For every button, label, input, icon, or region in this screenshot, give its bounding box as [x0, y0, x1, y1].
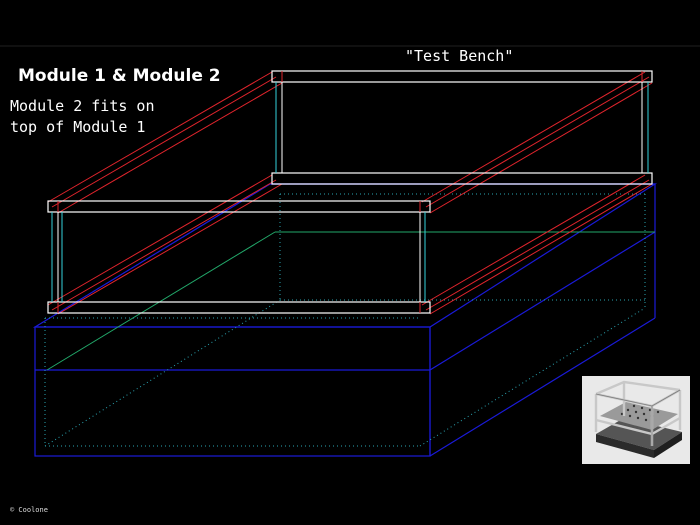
- test-bench-label: "Test Bench": [405, 47, 514, 65]
- photo-illustration: [582, 376, 690, 464]
- front-frame: [47, 200, 431, 314]
- fit-note-line-1: Module 2 fits on: [10, 97, 155, 115]
- side-rails-right: [421, 71, 653, 315]
- back-frame: [271, 70, 653, 185]
- copyright-text: © Coolone: [10, 506, 48, 514]
- module-2-frame: [47, 70, 653, 315]
- module-frame-photo: [582, 376, 690, 464]
- diagram-heading: Module 1 & Module 2: [18, 66, 221, 86]
- base-top-front: [32, 183, 658, 328]
- fit-note-line-2: top of Module 1: [10, 118, 146, 136]
- base-right-bottom: [429, 317, 656, 457]
- side-rails-left: [47, 71, 283, 315]
- base-front-face: [34, 326, 431, 457]
- fit-note: Module 2 fits on top of Module 1: [10, 96, 155, 138]
- module-1-base: [32, 183, 658, 457]
- base-green-diag: [46, 231, 276, 371]
- base-mid-right: [429, 231, 656, 371]
- base-top-back: [270, 183, 656, 318]
